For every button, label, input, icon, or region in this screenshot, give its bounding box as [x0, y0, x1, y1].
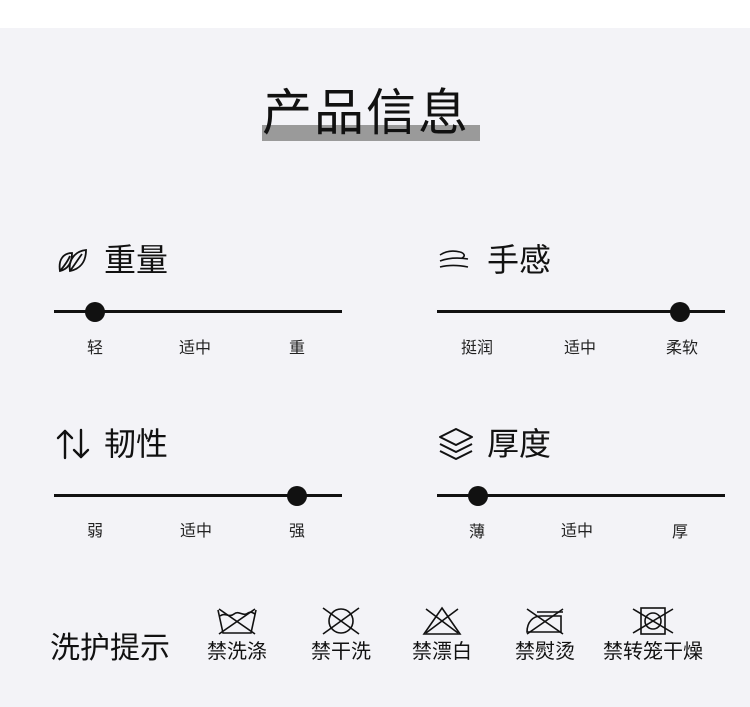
care-instructions-title: 洗护提示: [50, 631, 170, 666]
no-tumble-dry-icon: [593, 604, 713, 638]
care-item-label: 禁洗涤: [207, 639, 267, 663]
attribute-toughness: 韧性 弱 适中 强: [54, 424, 354, 554]
scale-indicator: [468, 486, 488, 506]
attribute-header: 韧性: [54, 424, 168, 464]
scale-label-mid: 适中: [178, 338, 211, 357]
content-panel: [0, 28, 750, 707]
up-down-arrows-icon: [54, 425, 92, 463]
scale-indicator: [670, 302, 690, 322]
scale-label-low: 薄: [468, 522, 485, 541]
attribute-label: 手感: [487, 241, 552, 279]
scale-track: [54, 494, 342, 497]
care-item-no-wash: 禁洗涤: [177, 604, 297, 664]
care-item-label: 禁熨烫: [515, 639, 575, 663]
scale-track: [437, 310, 725, 313]
leaf-icon: [54, 241, 92, 279]
attribute-header: 重量: [54, 240, 168, 280]
care-item-no-tumble-dry: 禁转笼干燥: [593, 604, 713, 664]
scale-indicator: [287, 486, 307, 506]
scale-label-low: 挺润: [460, 338, 493, 357]
scale-label-mid: 适中: [560, 521, 593, 540]
scale-label-high: 强: [288, 521, 305, 540]
page-title: 产品信息: [262, 84, 470, 142]
care-item-label: 禁转笼干燥: [603, 639, 703, 663]
scale-label-low: 轻: [86, 338, 103, 357]
attribute-label: 韧性: [104, 425, 169, 463]
scale-label-mid: 适中: [563, 338, 596, 357]
care-item-label: 禁干洗: [311, 639, 371, 663]
page-title-block: 产品信息: [262, 82, 482, 144]
attribute-weight: 重量 轻 适中 重: [54, 240, 354, 370]
no-bleach-icon: [382, 604, 502, 638]
scale-track: [437, 494, 725, 497]
care-item-no-dry-clean: 禁干洗: [281, 604, 401, 664]
hand-icon: [437, 241, 475, 279]
care-item-no-iron: 禁熨烫: [485, 604, 605, 664]
attribute-hand-feel: 手感 挺润 适中 柔软: [437, 240, 737, 370]
no-dry-clean-icon: [281, 604, 401, 638]
attribute-label: 重量: [104, 241, 169, 279]
scale-label-high: 厚: [671, 522, 688, 541]
scale-label-mid: 适中: [179, 521, 212, 540]
scale-track: [54, 310, 342, 313]
scale-label-high: 柔软: [665, 338, 698, 357]
no-iron-icon: [485, 604, 605, 638]
no-wash-icon: [177, 604, 297, 638]
scale-indicator: [85, 302, 105, 322]
attribute-header: 厚度: [437, 424, 551, 464]
title-underline-bar: [262, 125, 480, 141]
attribute-header: 手感: [437, 240, 551, 280]
scale-label-low: 弱: [86, 521, 103, 540]
layers-icon: [437, 425, 475, 463]
care-item-no-bleach: 禁漂白: [382, 604, 502, 664]
care-item-label: 禁漂白: [412, 639, 472, 663]
attribute-label: 厚度: [487, 425, 552, 463]
attribute-thickness: 厚度 薄 适中 厚: [437, 424, 737, 554]
scale-label-high: 重: [288, 338, 305, 357]
